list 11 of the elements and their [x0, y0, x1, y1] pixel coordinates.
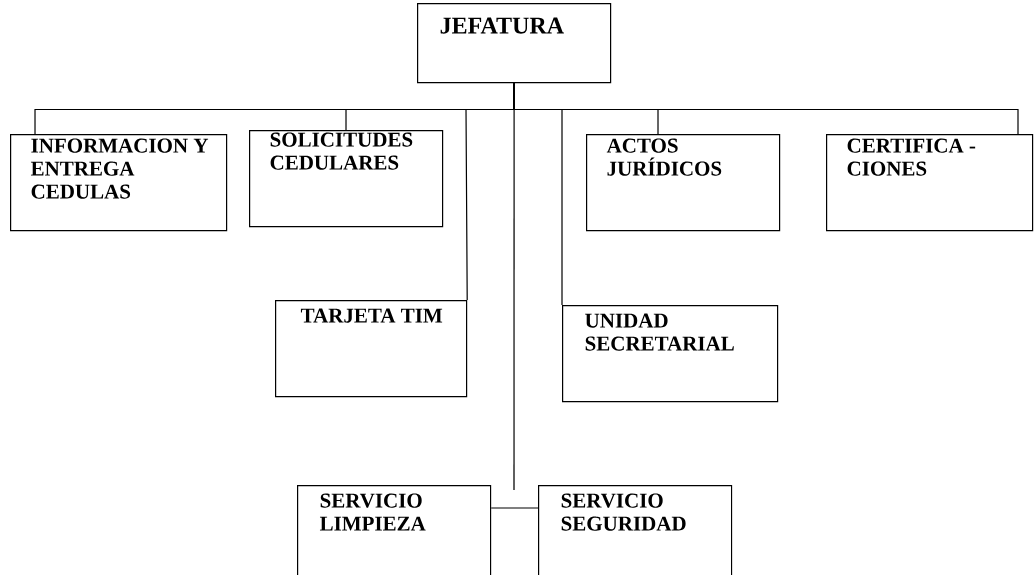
org-box: CERTIFICA - CIONES	[826, 134, 1034, 232]
org-box: SERVICIO LIMPIEZA	[297, 485, 492, 575]
org-box: ACTOS JURÍDICOS	[586, 134, 781, 232]
org-box: TARJETA TIM	[275, 300, 468, 398]
org-box: UNIDAD SECRETARIAL	[562, 305, 779, 403]
connector-line	[513, 82, 515, 491]
org-box: SOLICITUDES CEDULARES	[249, 130, 444, 228]
org-box: INFORMACION Y ENTREGA CEDULAS	[10, 134, 228, 232]
org-box: SERVICIO SEGURIDAD	[538, 485, 733, 575]
org-box: JEFATURA	[417, 3, 612, 84]
connector-line	[490, 507, 539, 509]
